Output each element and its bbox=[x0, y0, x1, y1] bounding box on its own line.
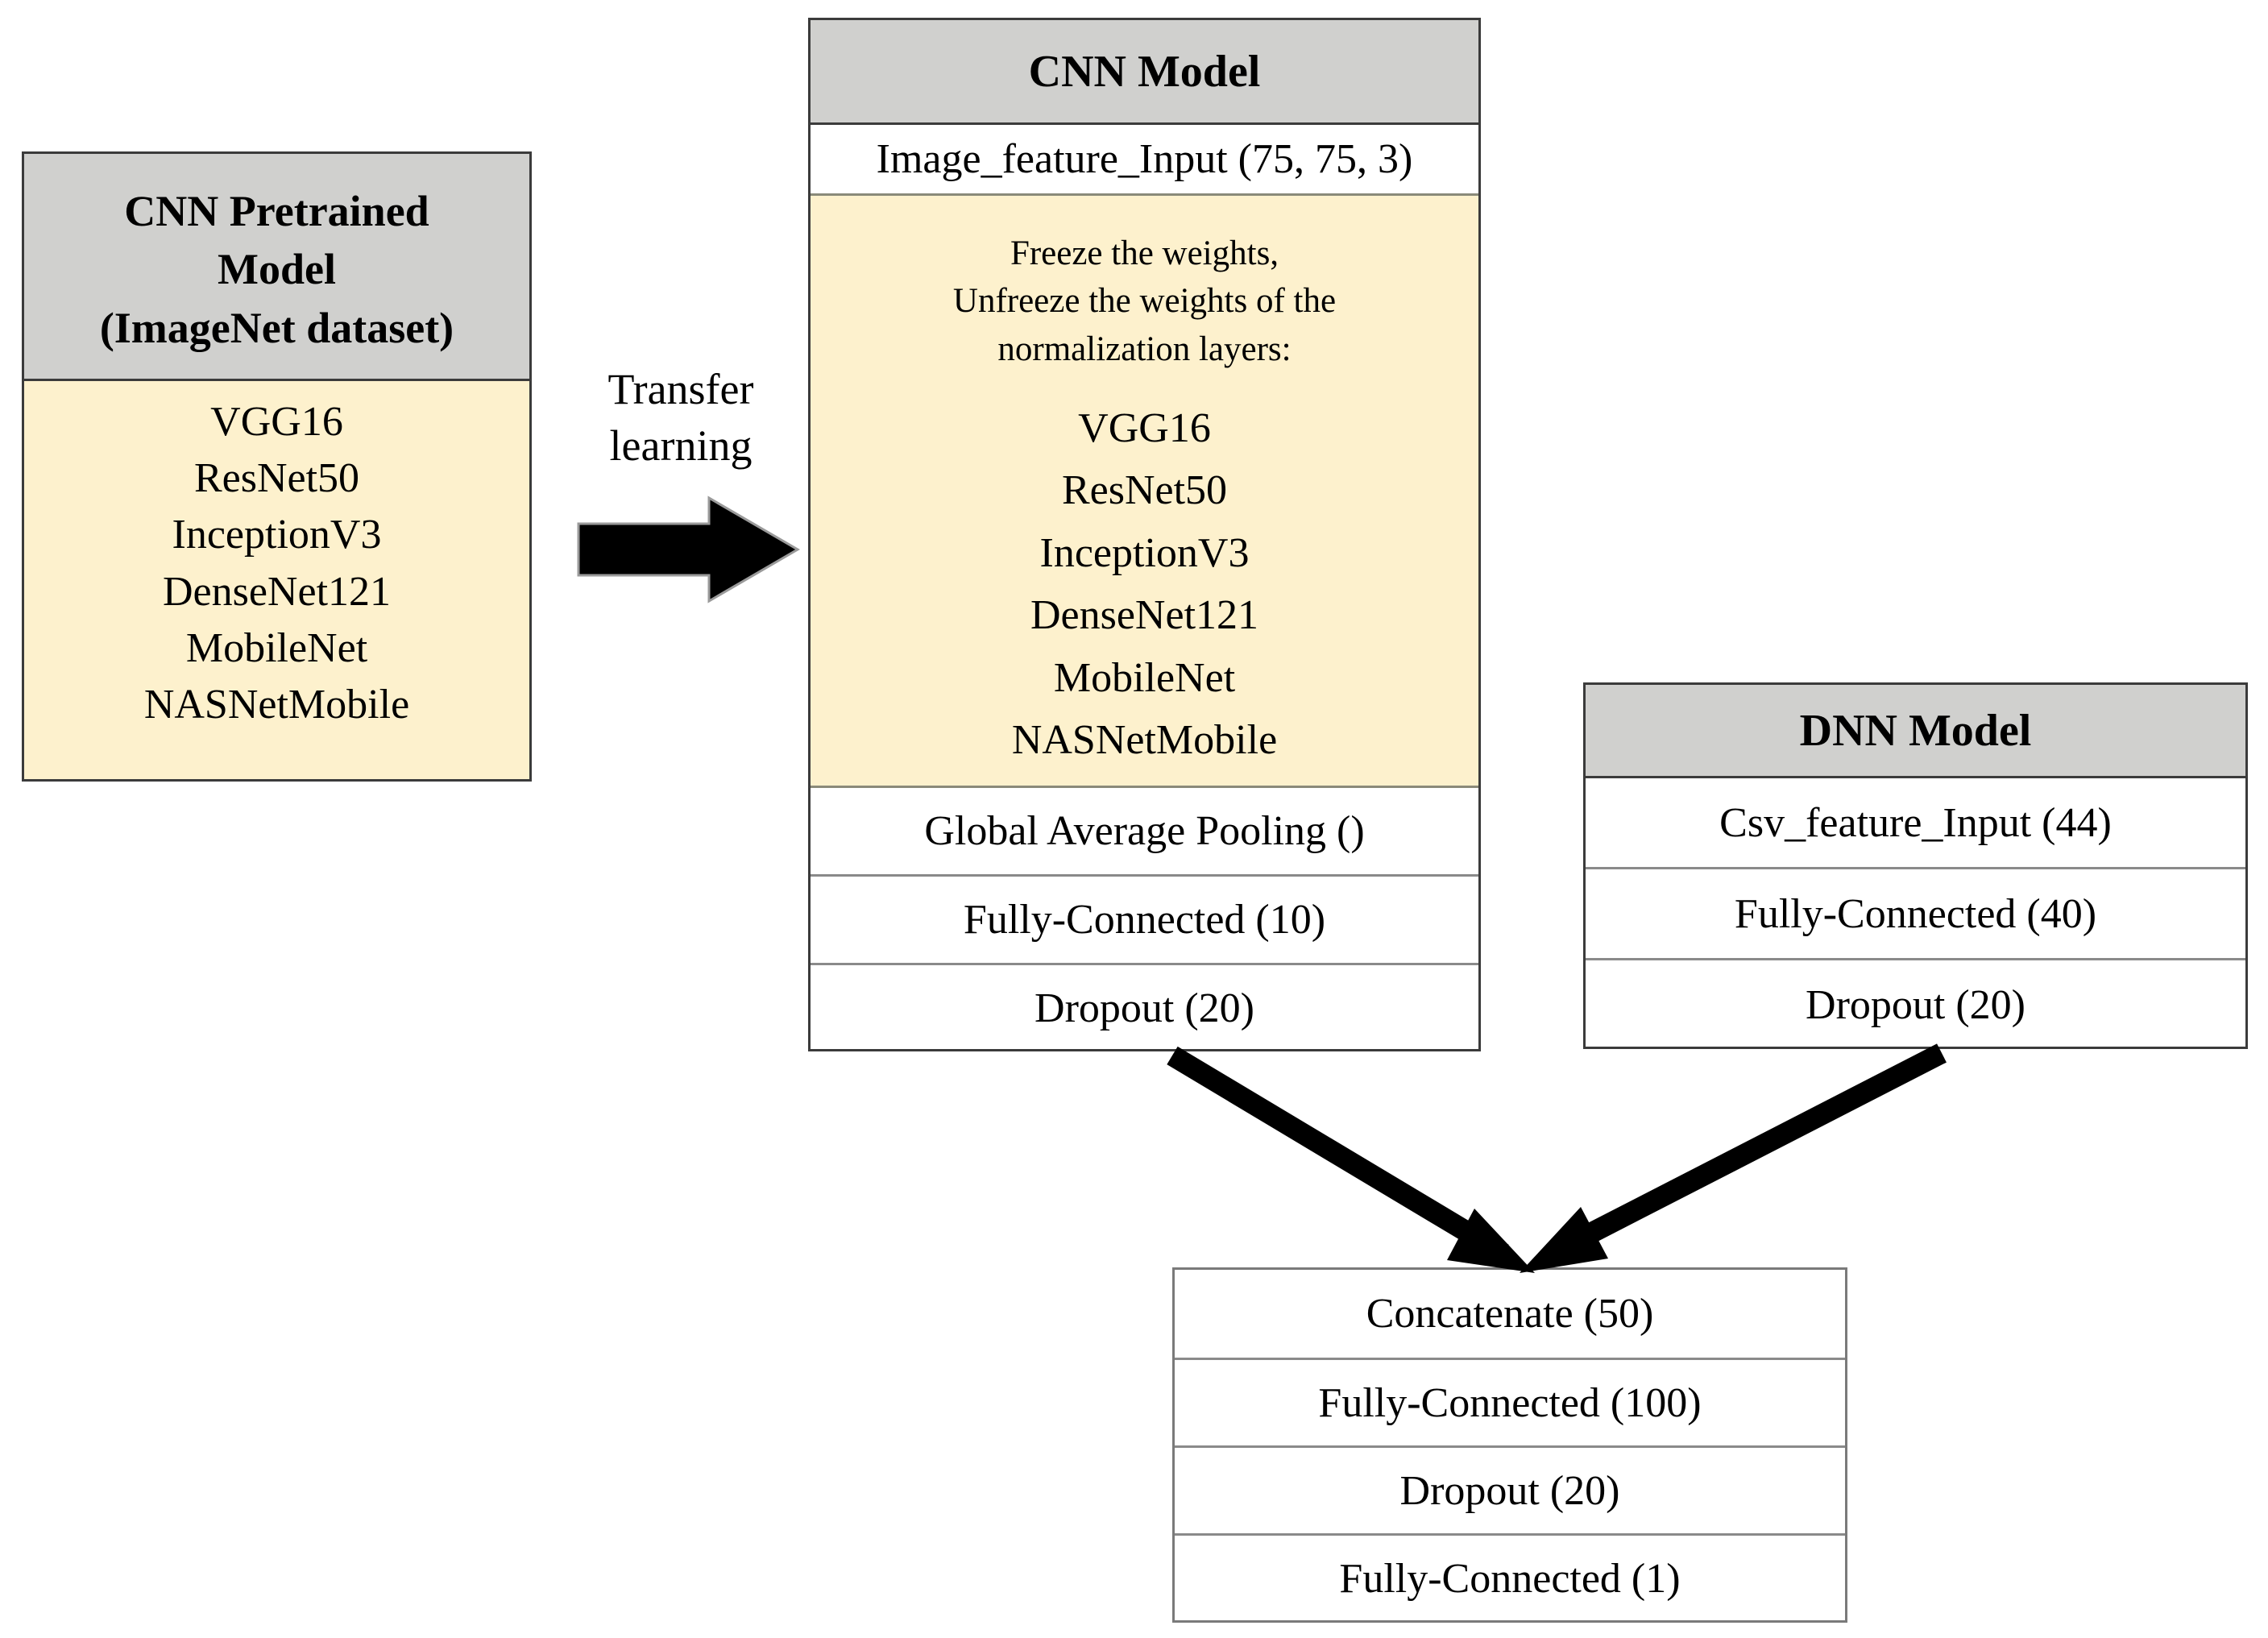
freeze-note-line-3: normalization layers: bbox=[997, 330, 1292, 368]
transfer-learning-line-1: Transfer bbox=[607, 365, 754, 413]
list-item: VGG16 bbox=[210, 399, 343, 445]
cnn-model-backbone-block: Freeze the weights, Unfreeze the weights… bbox=[811, 193, 1478, 786]
transfer-learning-label: Transfer learning bbox=[564, 361, 798, 474]
concat-layer-row: Fully-Connected (1) bbox=[1175, 1533, 1845, 1621]
list-item: MobileNet bbox=[185, 624, 368, 671]
cnn-pretrained-header-line-3: (ImageNet dataset) bbox=[99, 303, 454, 352]
concat-layer-row: Concatenate (50) bbox=[1366, 1291, 1654, 1337]
dnn-model-layer-row: Csv_feature_Input (44) bbox=[1586, 776, 2245, 867]
cnn-pretrained-header-line-2: Model bbox=[218, 245, 336, 294]
cnn-model-layer-row: Global Average Pooling () bbox=[811, 786, 1478, 874]
cnn-model-input-row: Image_feature_Input (75, 75, 3) bbox=[811, 122, 1478, 193]
cnn-pretrained-header-line-1: CNN Pretrained bbox=[124, 186, 429, 235]
cnn-model-box: CNN Model Image_feature_Input (75, 75, 3… bbox=[808, 18, 1481, 1051]
freeze-note-line-1: Freeze the weights, bbox=[1010, 234, 1279, 272]
cnn-to-concat-arrow-icon bbox=[1167, 1046, 1535, 1273]
cnn-model-title: CNN Model bbox=[811, 20, 1478, 122]
cnn-pretrained-model-box: CNN Pretrained Model (ImageNet dataset) … bbox=[22, 151, 532, 782]
concat-layer-row: Dropout (20) bbox=[1175, 1445, 1845, 1533]
list-item: ResNet50 bbox=[193, 455, 360, 502]
cnn-model-list-item: NASNetMobile bbox=[1011, 717, 1278, 764]
cnn-model-list-item: VGG16 bbox=[1078, 404, 1211, 451]
cnn-model-list-item: DenseNet121 bbox=[1030, 592, 1259, 639]
cnn-model-list-item: MobileNet bbox=[1053, 654, 1236, 701]
list-item: NASNetMobile bbox=[143, 681, 410, 728]
list-item: InceptionV3 bbox=[172, 512, 382, 558]
cnn-model-layer-row: Dropout (20) bbox=[811, 963, 1478, 1051]
transfer-learning-line-2: learning bbox=[609, 421, 753, 471]
dnn-model-title: DNN Model bbox=[1586, 685, 2245, 776]
right-arrow-icon bbox=[577, 496, 800, 603]
freeze-note-line-2: Unfreeze the weights of the bbox=[952, 282, 1337, 321]
concat-layer-row: Fully-Connected (100) bbox=[1175, 1358, 1845, 1445]
cnn-pretrained-model-list: VGG16 ResNet50 InceptionV3 DenseNet121 M… bbox=[24, 379, 529, 779]
dnn-model-layer-row: Fully-Connected (40) bbox=[1586, 867, 2245, 958]
dnn-to-concat-arrow-icon bbox=[1520, 1043, 1947, 1273]
concatenate-model-box: Concatenate (50) Fully-Connected (100) D… bbox=[1172, 1267, 1847, 1623]
cnn-model-layer-row: Fully-Connected (10) bbox=[811, 874, 1478, 963]
cnn-pretrained-header: CNN Pretrained Model (ImageNet dataset) bbox=[24, 154, 529, 379]
cnn-model-list-item: InceptionV3 bbox=[1039, 529, 1250, 576]
dnn-model-layer-row: Dropout (20) bbox=[1586, 958, 2245, 1049]
list-item: DenseNet121 bbox=[162, 568, 392, 615]
cnn-model-list-item: ResNet50 bbox=[1061, 467, 1228, 514]
dnn-model-box: DNN Model Csv_feature_Input (44) Fully-C… bbox=[1583, 682, 2248, 1049]
cnn-model-freeze-note: Freeze the weights, Unfreeze the weights… bbox=[953, 230, 1336, 373]
